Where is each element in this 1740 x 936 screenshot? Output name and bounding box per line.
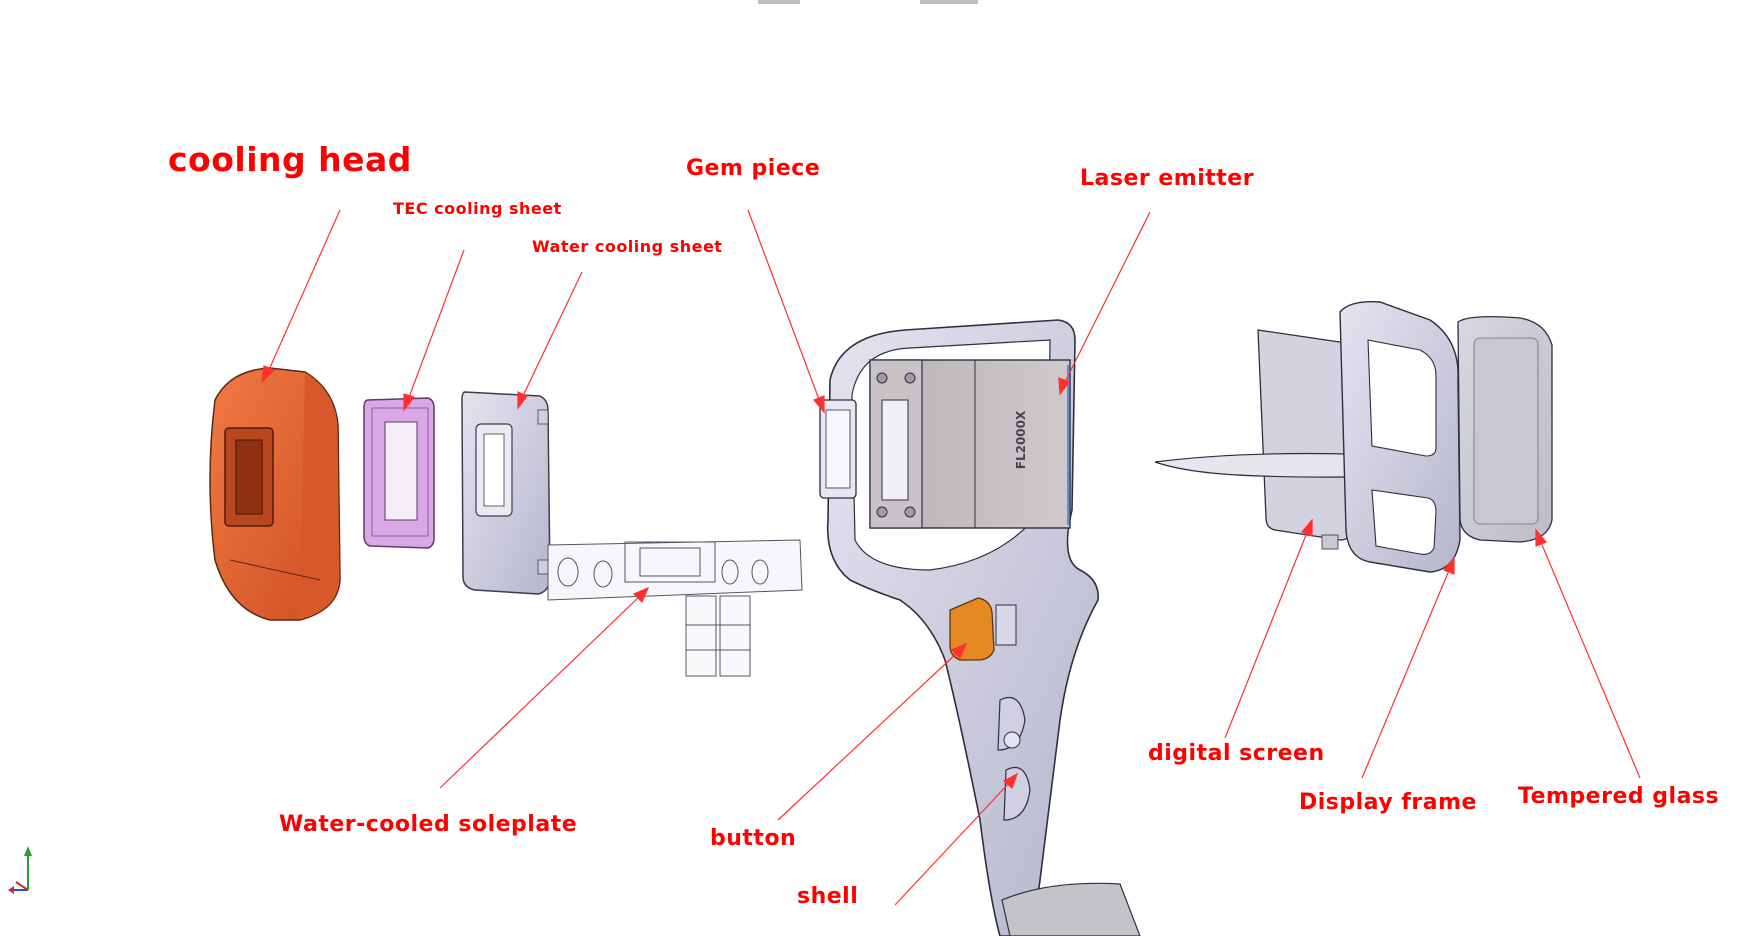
leader-digital-screen — [1224, 529, 1309, 739]
label-shell: shell — [797, 884, 859, 909]
label-tempered-glass: Tempered glass — [1518, 784, 1720, 809]
leader-cooling-head — [267, 209, 341, 373]
leader-display-frame — [1361, 567, 1451, 779]
leader-gem — [747, 209, 821, 403]
label-water-cooled-soleplate: Water-cooled soleplate — [279, 812, 578, 837]
leader-laser — [1063, 211, 1151, 385]
leader-soleplate — [439, 595, 641, 789]
gem-piece-part — [819, 399, 857, 499]
leader-tempered-glass — [1539, 539, 1641, 779]
cooling-head-title: cooling head — [168, 140, 412, 179]
tempered-glass-part — [1457, 316, 1553, 543]
label-digital-screen: digital screen — [1148, 741, 1325, 766]
label-tec-cooling-sheet: TEC cooling sheet — [393, 199, 562, 218]
leader-shell — [894, 781, 1011, 906]
emitter-marking: FL2000X — [1014, 410, 1028, 469]
leader-button — [777, 651, 959, 821]
leader-water-sheet — [521, 271, 583, 399]
top-mark-left — [758, 0, 800, 4]
label-display-frame: Display frame — [1299, 790, 1477, 815]
button-part — [949, 597, 1017, 661]
axis-triad-icon — [8, 846, 32, 894]
top-mark-right — [920, 0, 978, 4]
water-cooling-sheet-part — [461, 391, 551, 595]
label-button: button — [710, 826, 797, 851]
laser-emitter-part: FL2000X — [869, 359, 1071, 529]
leader-lines — [261, 209, 1641, 906]
cooling-head-part — [209, 367, 341, 621]
label-laser-emitter: Laser emitter — [1080, 166, 1255, 191]
tec-cooling-sheet-part — [363, 397, 435, 549]
leader-tec — [407, 249, 465, 401]
label-gem-piece: Gem piece — [686, 156, 821, 181]
display-frame-part — [1339, 301, 1461, 573]
water-cooled-soleplate-part — [547, 539, 803, 677]
label-water-cooling-sheet: Water cooling sheet — [532, 237, 723, 256]
